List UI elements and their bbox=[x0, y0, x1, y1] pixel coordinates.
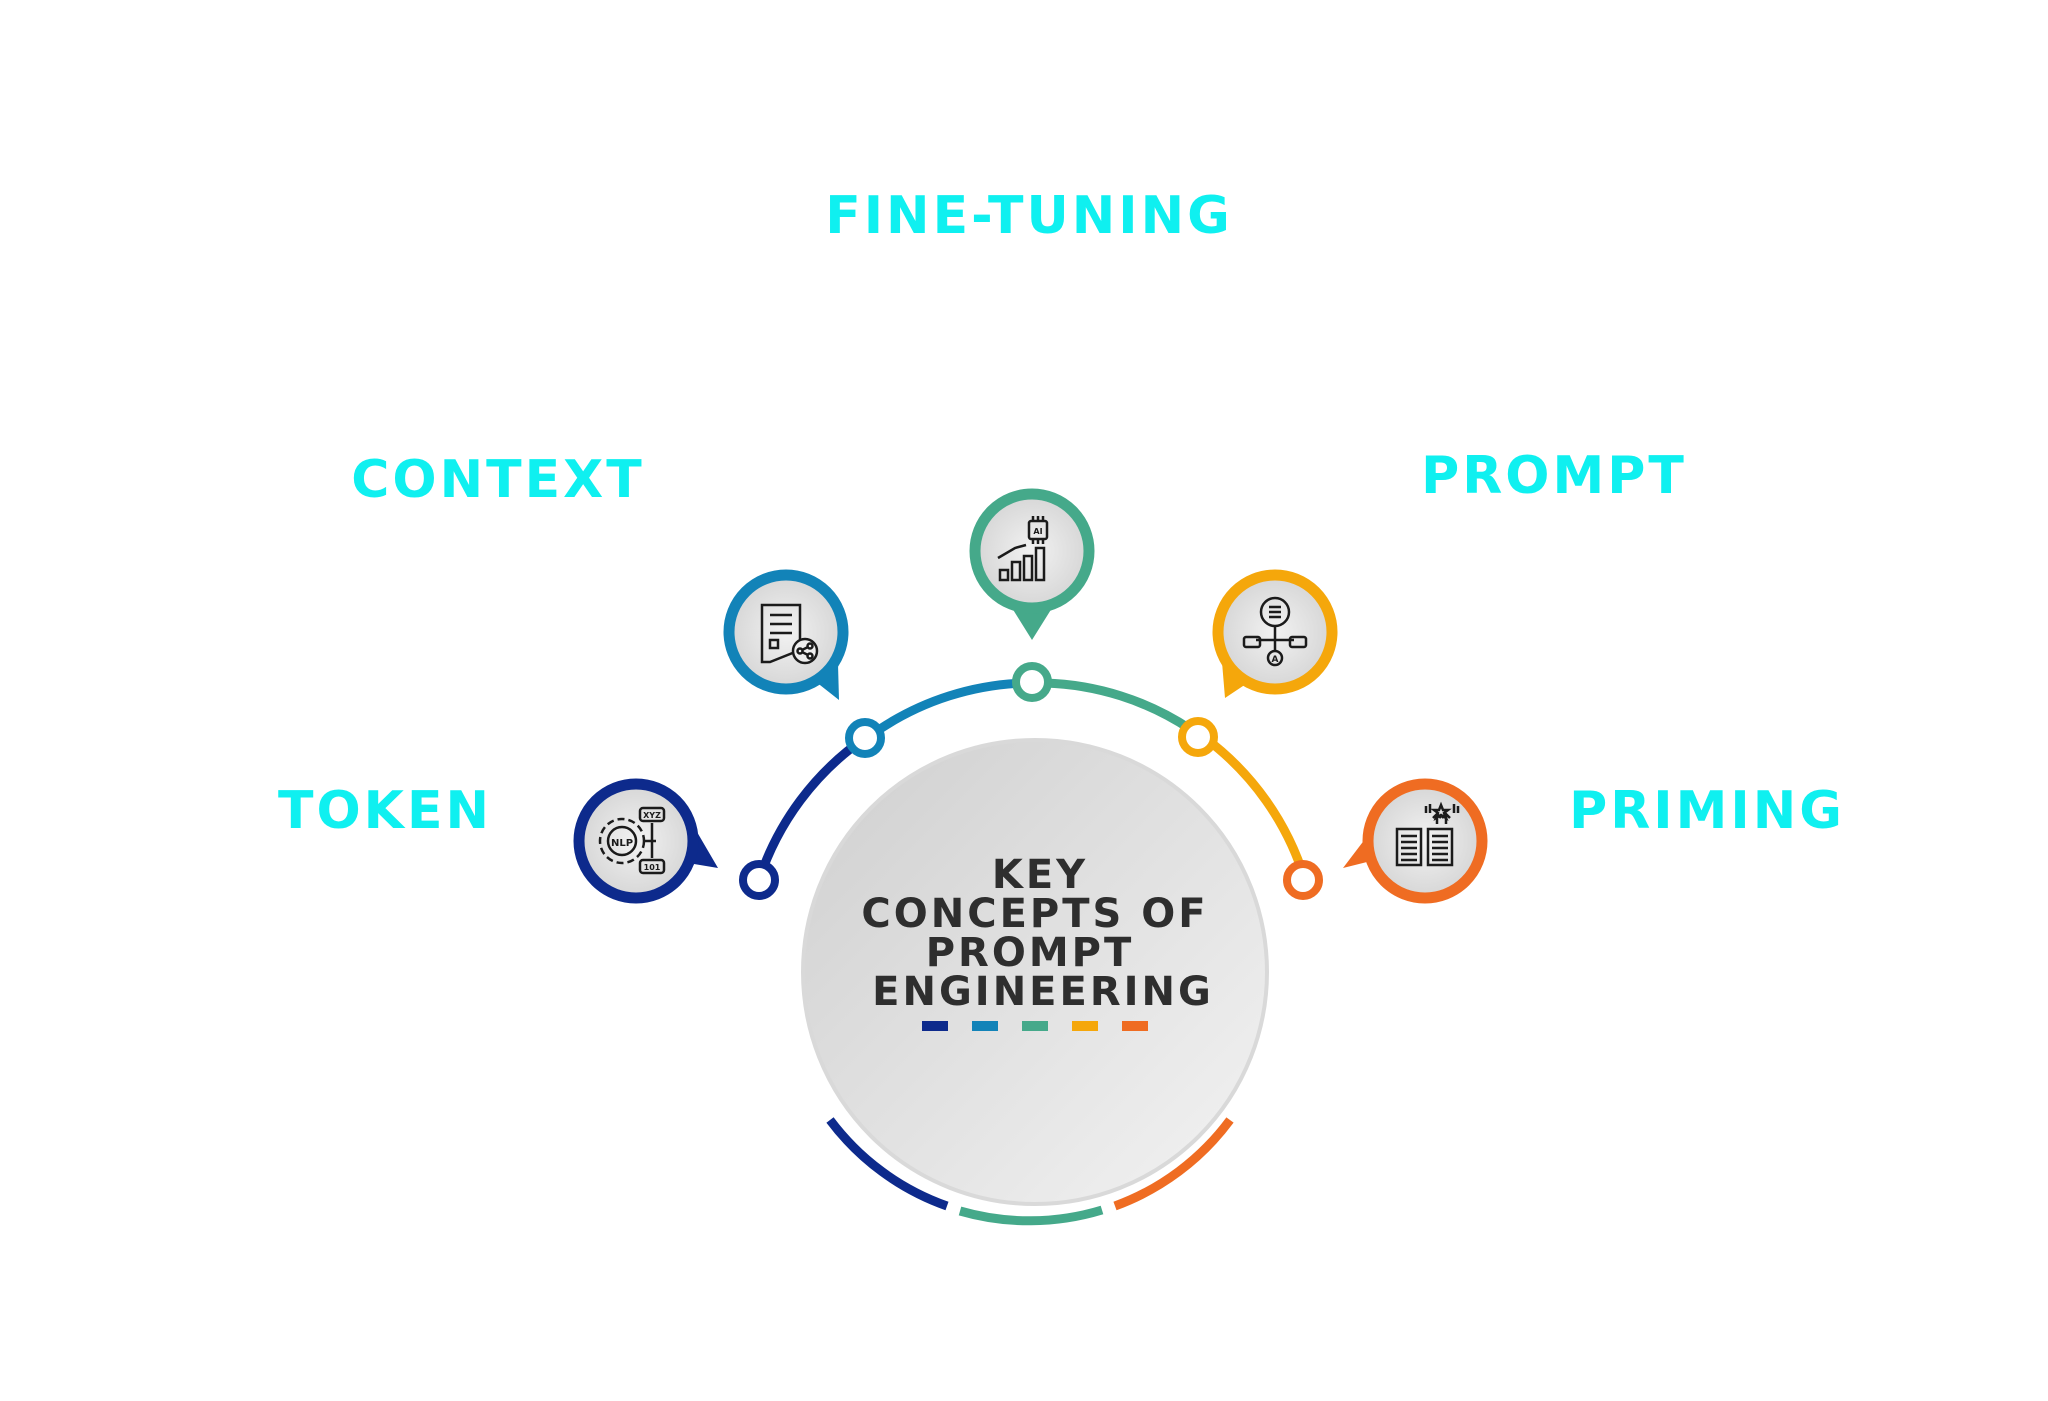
bubble-ring-priming bbox=[1362, 778, 1488, 904]
svg-text:A: A bbox=[1272, 655, 1279, 665]
center-title-line-2: CONCEPTS OF bbox=[861, 891, 1208, 937]
arc-node-priming bbox=[1283, 860, 1323, 900]
arc-segment-token bbox=[754, 734, 868, 882]
center-title-line-4: ENGINEERING bbox=[872, 969, 1214, 1015]
arc-node-context bbox=[845, 718, 885, 758]
arc-node-prompt bbox=[1178, 717, 1218, 757]
svg-text:AI: AI bbox=[1033, 527, 1042, 536]
arc-segment-fine-tuning bbox=[1044, 678, 1193, 733]
svg-text:101: 101 bbox=[644, 863, 661, 872]
bottom-arc bbox=[826, 1117, 1234, 1226]
concept-label-priming: PRIMING bbox=[1569, 781, 1845, 841]
center-circle bbox=[801, 738, 1269, 1206]
bubble-token: NLP XYZ 101 bbox=[573, 778, 718, 904]
bubble-priming bbox=[1343, 778, 1488, 904]
flow-network-icon: A bbox=[1242, 596, 1308, 667]
arc-node-token bbox=[739, 860, 779, 900]
center-title-line-3: PROMPT bbox=[926, 930, 1135, 976]
bubble-fine-tuning: AI bbox=[969, 488, 1095, 640]
svg-text:NLP: NLP bbox=[611, 838, 633, 849]
concept-label-context: CONTEXT bbox=[351, 450, 644, 510]
arc-nodes bbox=[739, 662, 1323, 900]
nlp-gear-icon: NLP XYZ 101 bbox=[598, 806, 666, 875]
document-share-icon bbox=[760, 603, 819, 665]
bubble-ring-fine-tuning bbox=[969, 488, 1095, 614]
bubble-prompt: A bbox=[1212, 569, 1338, 698]
color-dash-fine-tuning bbox=[1022, 1021, 1048, 1031]
bottom-arc-segment-right bbox=[1113, 1117, 1234, 1211]
arc-node-fine-tuning bbox=[1012, 662, 1052, 702]
documents-compare-icon bbox=[1395, 801, 1460, 867]
svg-text:XYZ: XYZ bbox=[643, 811, 661, 820]
concept-label-prompt: PROMPT bbox=[1421, 446, 1687, 506]
color-dash-context bbox=[972, 1021, 998, 1031]
color-dash-prompt bbox=[1072, 1021, 1098, 1031]
concept-label-fine-tuning: FINE-TUNING bbox=[825, 186, 1233, 246]
color-dash-row bbox=[922, 1021, 1148, 1031]
arc-segment-context bbox=[877, 678, 1026, 733]
bubble-pointer-fine-tuning bbox=[1012, 608, 1052, 640]
concept-label-token: TOKEN bbox=[278, 781, 492, 841]
ai-chip-growth-chart-icon: AI bbox=[997, 516, 1049, 582]
bottom-arc-segment-middle bbox=[958, 1205, 1104, 1226]
center-title-line-1: KEY bbox=[992, 852, 1088, 898]
center-title: KEY CONCEPTS OF PROMPT ENGINEERING bbox=[861, 852, 1214, 1015]
color-dash-priming bbox=[1122, 1021, 1148, 1031]
bottom-arc-segment-left bbox=[826, 1117, 949, 1211]
color-dash-token bbox=[922, 1021, 948, 1031]
bubble-context bbox=[723, 569, 849, 700]
